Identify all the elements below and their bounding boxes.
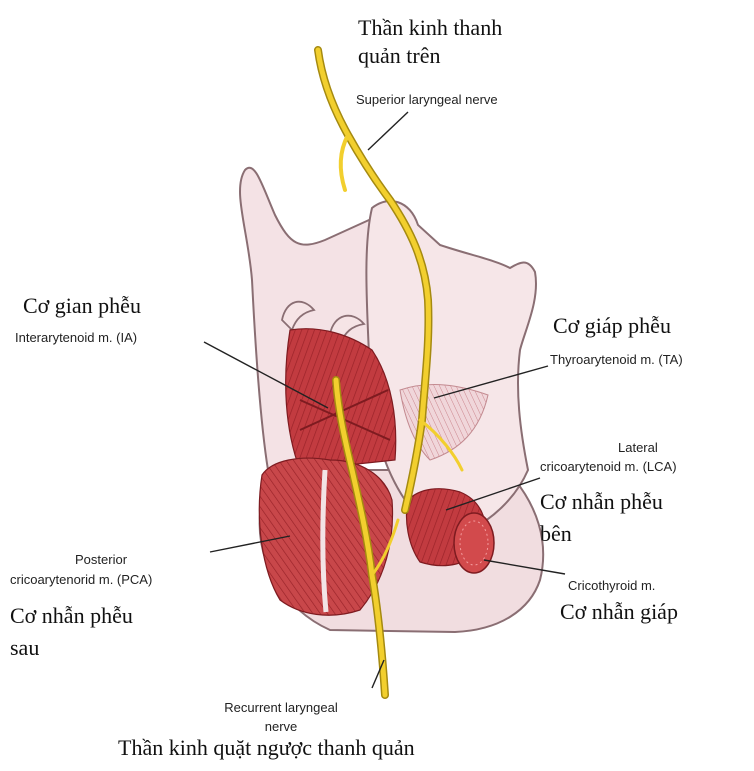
superior-nerve-vn-line2: quản trên <box>358 44 440 68</box>
ta-vn: Cơ giáp phễu <box>553 314 671 338</box>
lca-vn-line1: Cơ nhẫn phễu <box>540 490 663 514</box>
recurrent-vn: Thần kinh quặt ngược thanh quản <box>118 736 415 760</box>
pca-en-line1: Posterior <box>75 552 127 567</box>
ia-en: Interarytenoid m. (IA) <box>15 330 137 345</box>
lca-en-line1: Lateral <box>618 440 658 455</box>
superior-nerve-vn-line1: Thần kinh thanh <box>358 16 502 40</box>
ta-en: Thyroarytenoid m. (TA) <box>550 352 683 367</box>
pca-en-line2: cricoarytenorid m. (PCA) <box>10 572 152 587</box>
superior-nerve-en: Superior laryngeal nerve <box>356 92 498 107</box>
recurrent-en-line1: Recurrent laryngeal <box>196 700 366 715</box>
ct-vn: Cơ nhẫn giáp <box>560 600 678 624</box>
lca-vn-line2: bên <box>540 522 572 546</box>
ct-en: Cricothyroid m. <box>568 578 655 593</box>
ia-vn: Cơ gian phễu <box>23 294 141 318</box>
pca-vn-line2: sau <box>10 636 39 660</box>
recurrent-en-line2: nerve <box>196 719 366 734</box>
lca-en-line2: cricoarytenoid m. (LCA) <box>540 459 677 474</box>
pca-vn-line1: Cơ nhẫn phễu <box>10 604 133 628</box>
